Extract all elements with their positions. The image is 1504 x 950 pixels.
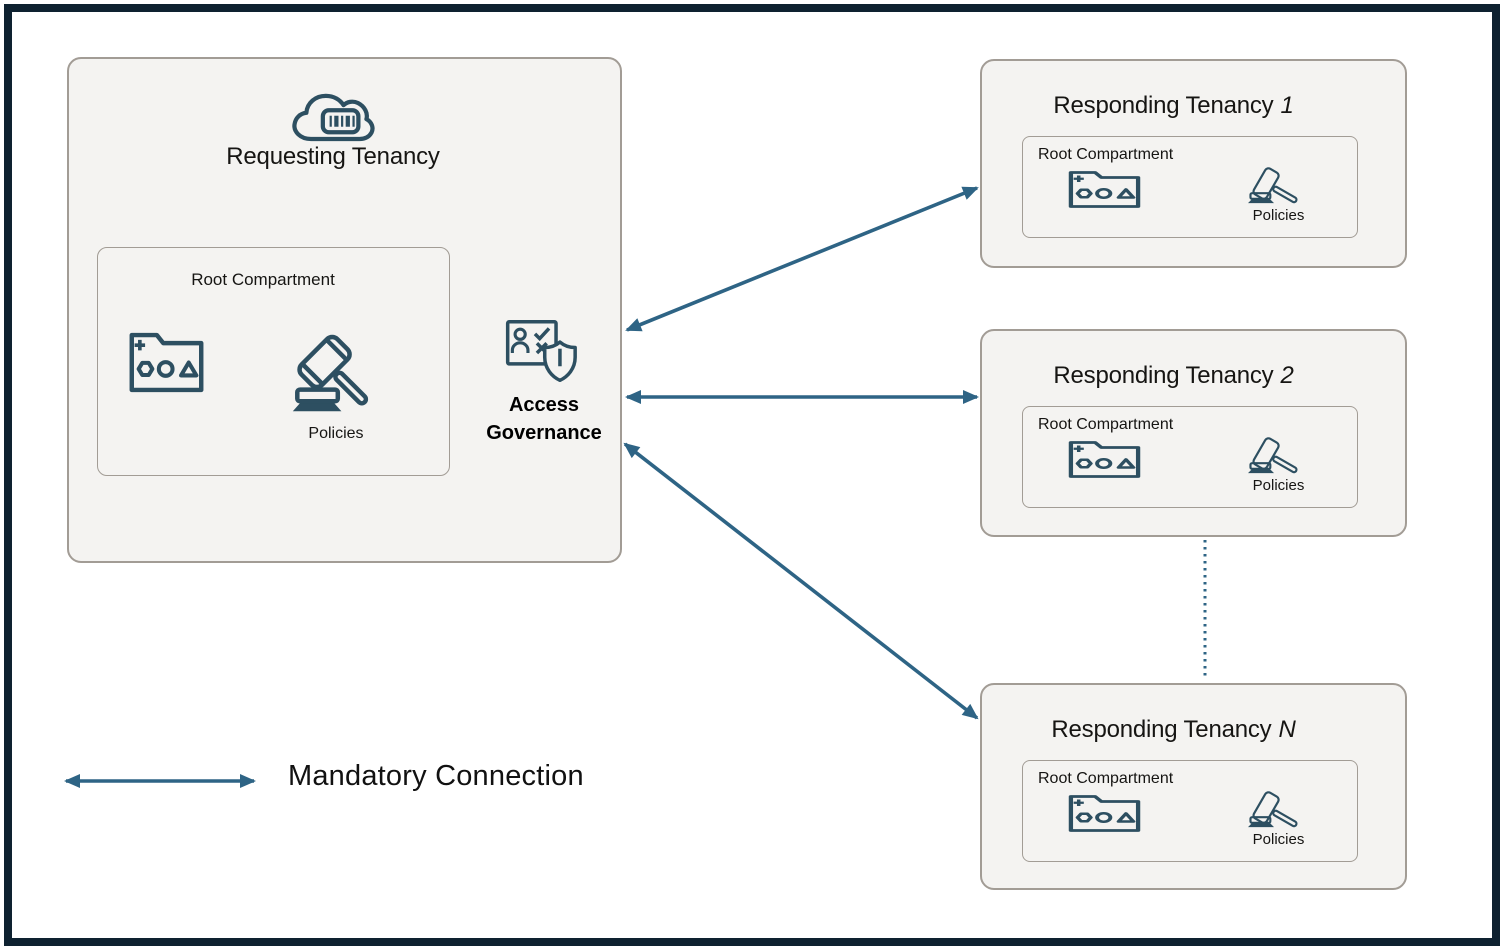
responding-tenancy-number: 1 [1280,92,1294,119]
policies-group: Policies [288,332,384,443]
root-compartment-title: Root Compartment [1038,770,1174,787]
root-compartment-box: Root Compartment Policies [97,247,450,476]
access-governance-label: Access Governance [444,391,644,447]
root-compartment-title: Root Compartment [191,270,335,289]
compartment-folder-icon [1067,794,1142,833]
access-governance-label-line1: Access [508,394,580,416]
requesting-tenancy-title: Requesting Tenancy [226,143,440,170]
responding-tenancy-number: 2 [1280,362,1294,389]
policies-label: Policies [308,425,364,442]
compartment-folder-icon [127,331,206,394]
root-compartment-title: Root Compartment [1038,416,1174,433]
mandatory-connection-to-tenancy-n [623,442,979,720]
compartment-folder-icon [1067,440,1142,479]
policies-label: Policies [1252,477,1305,494]
compartment-folder-icon [1067,170,1142,209]
gavel-policies-icon [1247,791,1305,831]
mandatory-connection-to-tenancy-1 [625,186,979,332]
root-compartment-box: Root Compartment Policies [1022,760,1358,862]
cloud-tenancy-icon [289,88,377,146]
responding-tenancy-title-text: Responding Tenancy [1053,92,1274,119]
policies-group: Policies [1221,167,1336,224]
requesting-tenancy-box: Requesting Tenancy Root Compartment Poli… [67,57,622,563]
responding-tenancy-number: N [1278,716,1296,743]
access-governance-label-line2: Governance [486,422,602,444]
root-compartment-title: Root Compartment [1038,146,1174,163]
policies-group: Policies [1221,791,1336,848]
policies-label: Policies [1252,831,1305,848]
policies-label: Policies [1252,207,1305,224]
root-compartment-box: Root Compartment Policies [1022,136,1358,238]
legend-label: Mandatory Connection [288,760,584,792]
access-governance-icon [505,320,577,383]
responding-tenancy-title-text: Responding Tenancy [1051,716,1272,743]
policies-group: Policies [1221,437,1336,494]
root-compartment-box: Root Compartment Policies [1022,406,1358,508]
gavel-policies-icon [1247,437,1305,477]
gavel-policies-icon [1247,167,1305,207]
responding-tenancy-title-text: Responding Tenancy [1053,362,1274,389]
gavel-policies-icon [290,332,382,422]
